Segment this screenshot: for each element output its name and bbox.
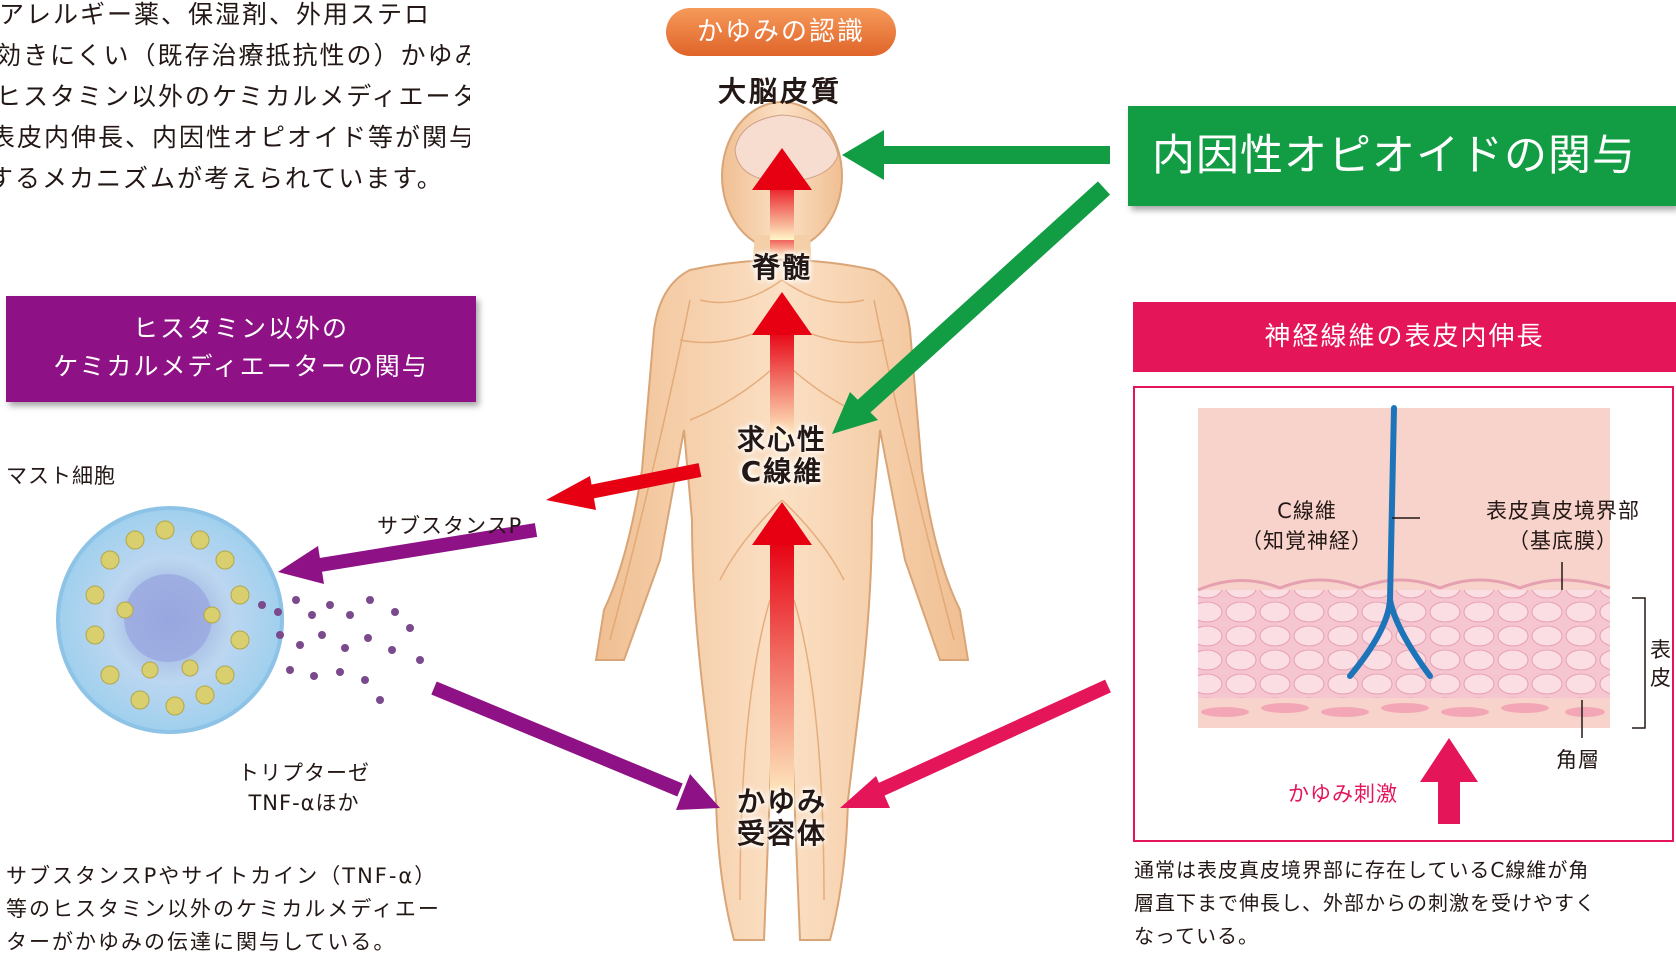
substance-p-arrow [546,470,700,510]
substance-p-label: サブスタンスP [377,510,522,540]
afferent-label-line: C線維 [712,456,852,488]
basement-membrane-label-line: 表皮真皮境界部 [1470,496,1656,526]
tryptase-label-line: トリプターゼ [204,758,404,788]
right-description-line: 層直下まで伸長し、外部からの刺激を受けやすく [1134,887,1676,920]
receptor-label-line: 受容体 [712,818,852,850]
basement-membrane-label: 表皮真皮境界部 （基底膜） [1470,496,1656,556]
spinal-cord-label: 脊髄 [722,252,842,284]
mast-cell-label: マスト細胞 [6,460,116,490]
horny-layer-label: 角層 [1556,744,1600,774]
receptor-label-line: かゆみ [712,786,852,818]
right-description-line: なっている。 [1134,920,1676,953]
itch-recognition-pill: かゆみの認識 [666,8,896,56]
tryptase-label: トリプターゼ TNF-αほか [204,758,404,818]
right-description-line: 通常は表皮真皮境界部に存在しているC線維が角 [1134,854,1676,887]
epidermis-label-char: 表 [1650,636,1672,664]
pink-arrow [840,686,1108,808]
afferent-c-fiber-label: 求心性 C線維 [712,424,852,488]
mast-cell-illustration [58,508,424,732]
epidermis-label: 表 皮 [1650,636,1672,692]
tryptase-label-line: TNF-αほか [204,788,404,818]
left-description: サブスタンスPやサイトカイン（TNF-α） 等のヒスタミン以外のケミカルメディエ… [6,860,476,959]
c-fiber-label: C線維 （知覚神経） [1232,496,1382,556]
basement-membrane-label-line: （基底膜） [1470,526,1656,556]
chemical-mediator-box: ヒスタミン以外の ケミカルメディエーターの関与 [6,296,476,402]
opioid-involvement-box: 内因性オピオイドの関与 [1128,106,1676,206]
c-fiber-label-line: C線維 [1232,496,1382,526]
itch-receptor-label: かゆみ 受容体 [712,786,852,850]
cerebral-cortex-label: 大脳皮質 [680,70,880,110]
chemical-mediator-title-line: ケミカルメディエーターの関与 [6,348,476,386]
left-description-line: サブスタンスPやサイトカイン（TNF-α） [6,860,476,893]
c-fiber-label-line: （知覚神経） [1232,526,1382,556]
afferent-label-line: 求心性 [712,424,852,456]
left-description-line: 等のヒスタミン以外のケミカルメディエー [6,893,476,926]
chemical-mediator-title-line: ヒスタミン以外の [6,310,476,348]
nerve-elongation-title: 神経線維の表皮内伸長 [1133,302,1676,372]
epidermis-label-char: 皮 [1650,664,1672,692]
left-description-line: ターがかゆみの伝達に関与している。 [6,926,476,959]
right-description: 通常は表皮真皮境界部に存在しているC線維が角 層直下まで伸長し、外部からの刺激を… [1134,854,1676,953]
itch-stimulus-label: かゆみ刺激 [1288,778,1398,808]
